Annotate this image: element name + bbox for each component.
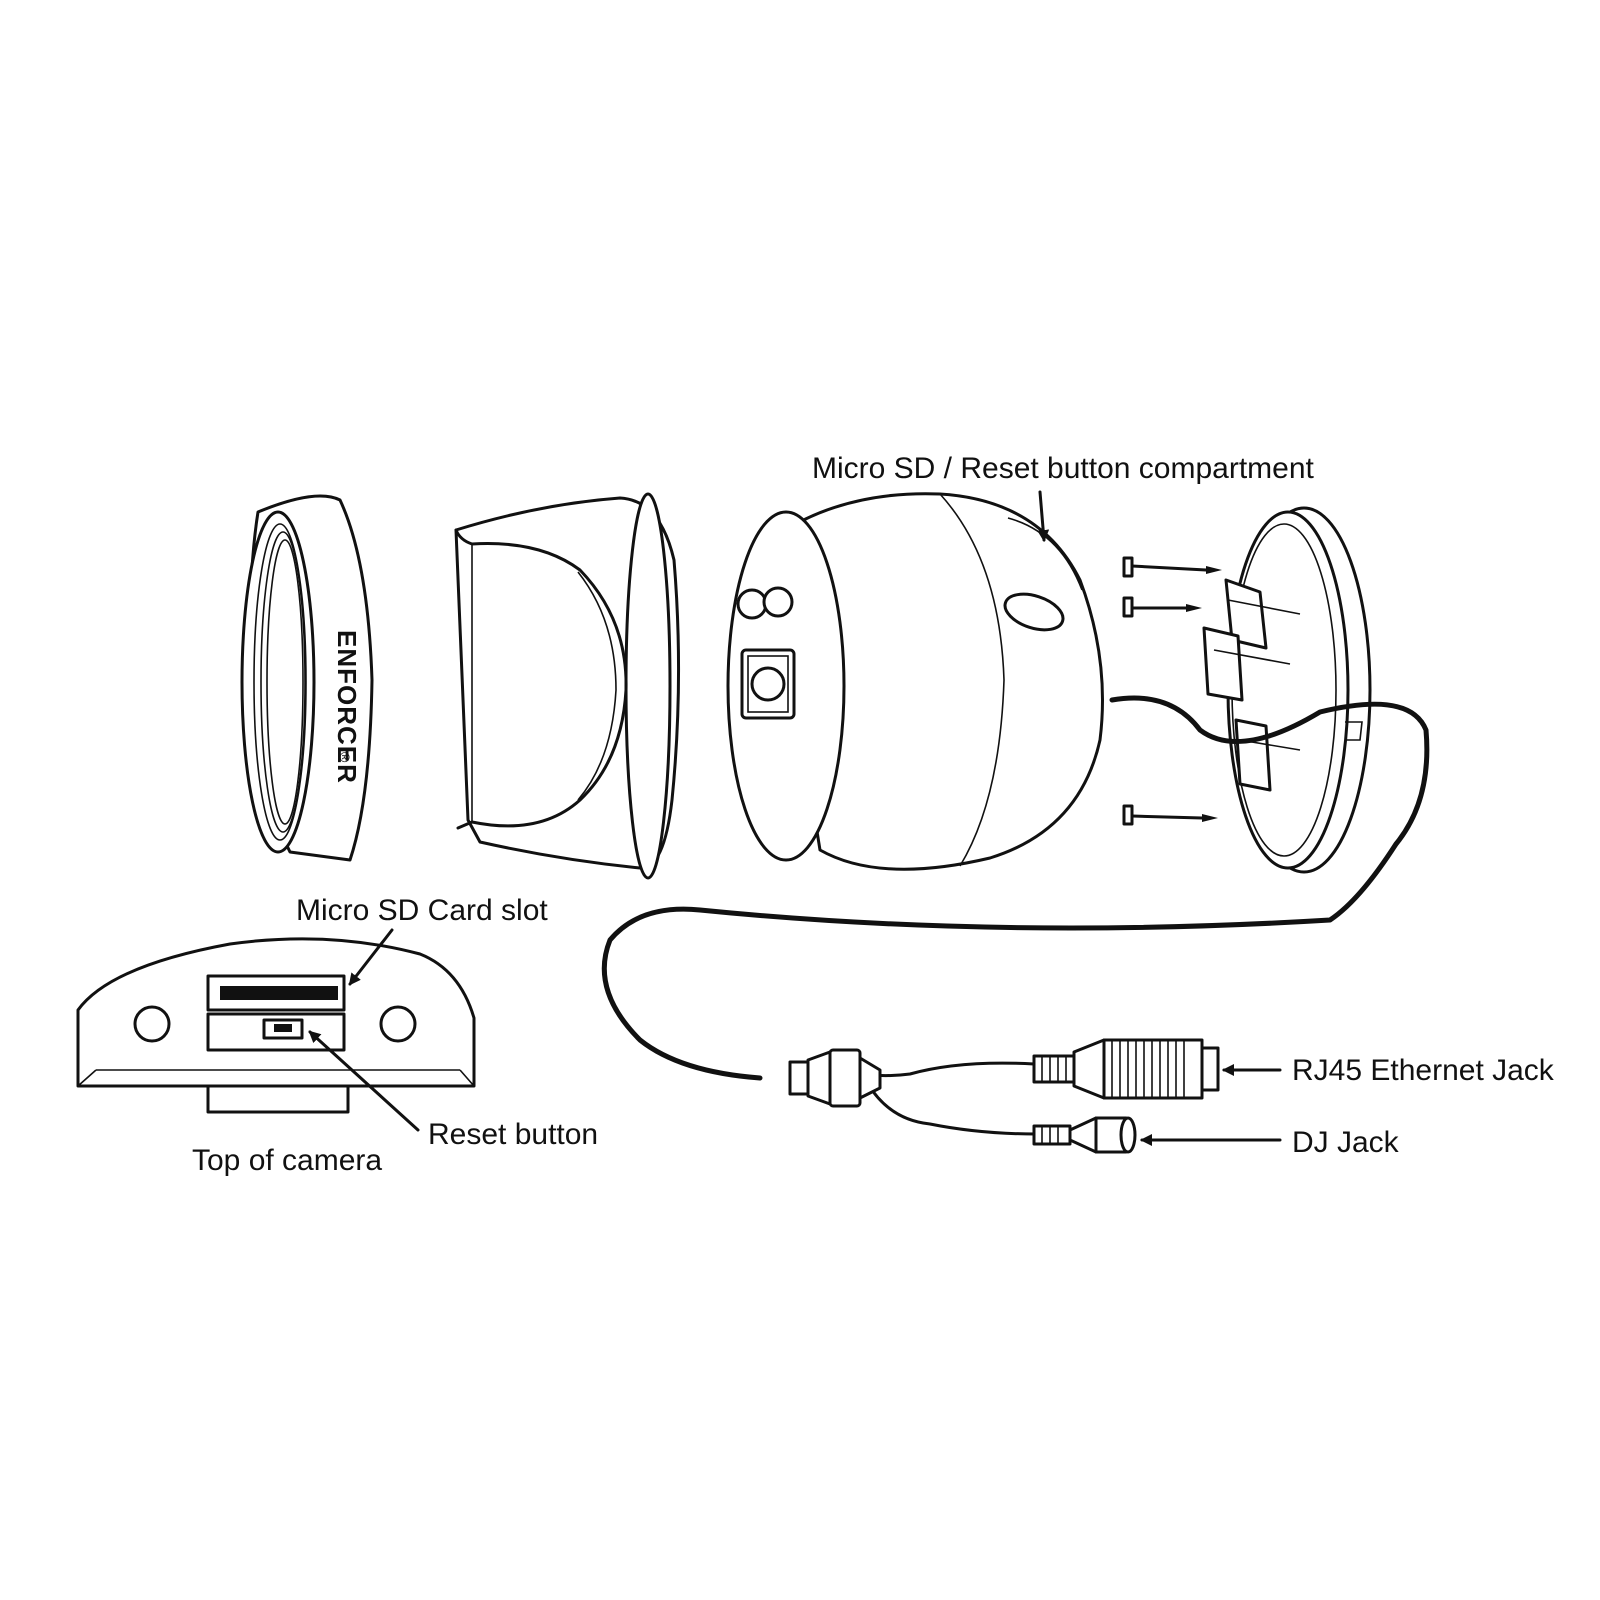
camera-ball <box>726 492 1104 871</box>
callout-arrows <box>308 490 1282 1146</box>
rj45-connector <box>1032 1038 1220 1100</box>
top-of-camera-detail <box>76 937 476 1114</box>
ir-sensor-pair <box>736 586 794 620</box>
label-rj45: RJ45 Ethernet Jack <box>1292 1054 1555 1087</box>
label-dj-jack: DJ Jack <box>1292 1126 1400 1159</box>
mounting-screws <box>1122 556 1222 826</box>
reset-button-arrow <box>308 1030 420 1132</box>
label-top-of-camera: Top of camera <box>192 1144 382 1177</box>
mounting-base <box>1202 506 1372 874</box>
screw <box>1122 596 1202 618</box>
brand-logo-text: ENFORCER <box>332 630 362 784</box>
dome-shield <box>454 492 681 880</box>
sd-card-slot <box>206 974 346 1012</box>
dc-jack-connector <box>1032 1116 1137 1154</box>
screw <box>1122 804 1218 826</box>
trim-ring: ENFORCER ® <box>240 494 374 862</box>
cable-splitter <box>788 1048 882 1108</box>
label-reset-button: Reset button <box>428 1118 598 1151</box>
label-compartment: Micro SD / Reset button compartment <box>812 452 1315 485</box>
brand-registered-mark: ® <box>337 752 353 763</box>
screw-hole <box>379 1005 417 1043</box>
camera-lens <box>740 648 796 720</box>
sd-slot-arrow <box>348 928 394 986</box>
label-sd-slot: Micro SD Card slot <box>296 894 548 927</box>
compartment-arrow <box>1037 490 1050 542</box>
screw <box>1122 556 1222 578</box>
compartment-cover <box>1003 592 1065 632</box>
screw-hole <box>133 1005 171 1043</box>
